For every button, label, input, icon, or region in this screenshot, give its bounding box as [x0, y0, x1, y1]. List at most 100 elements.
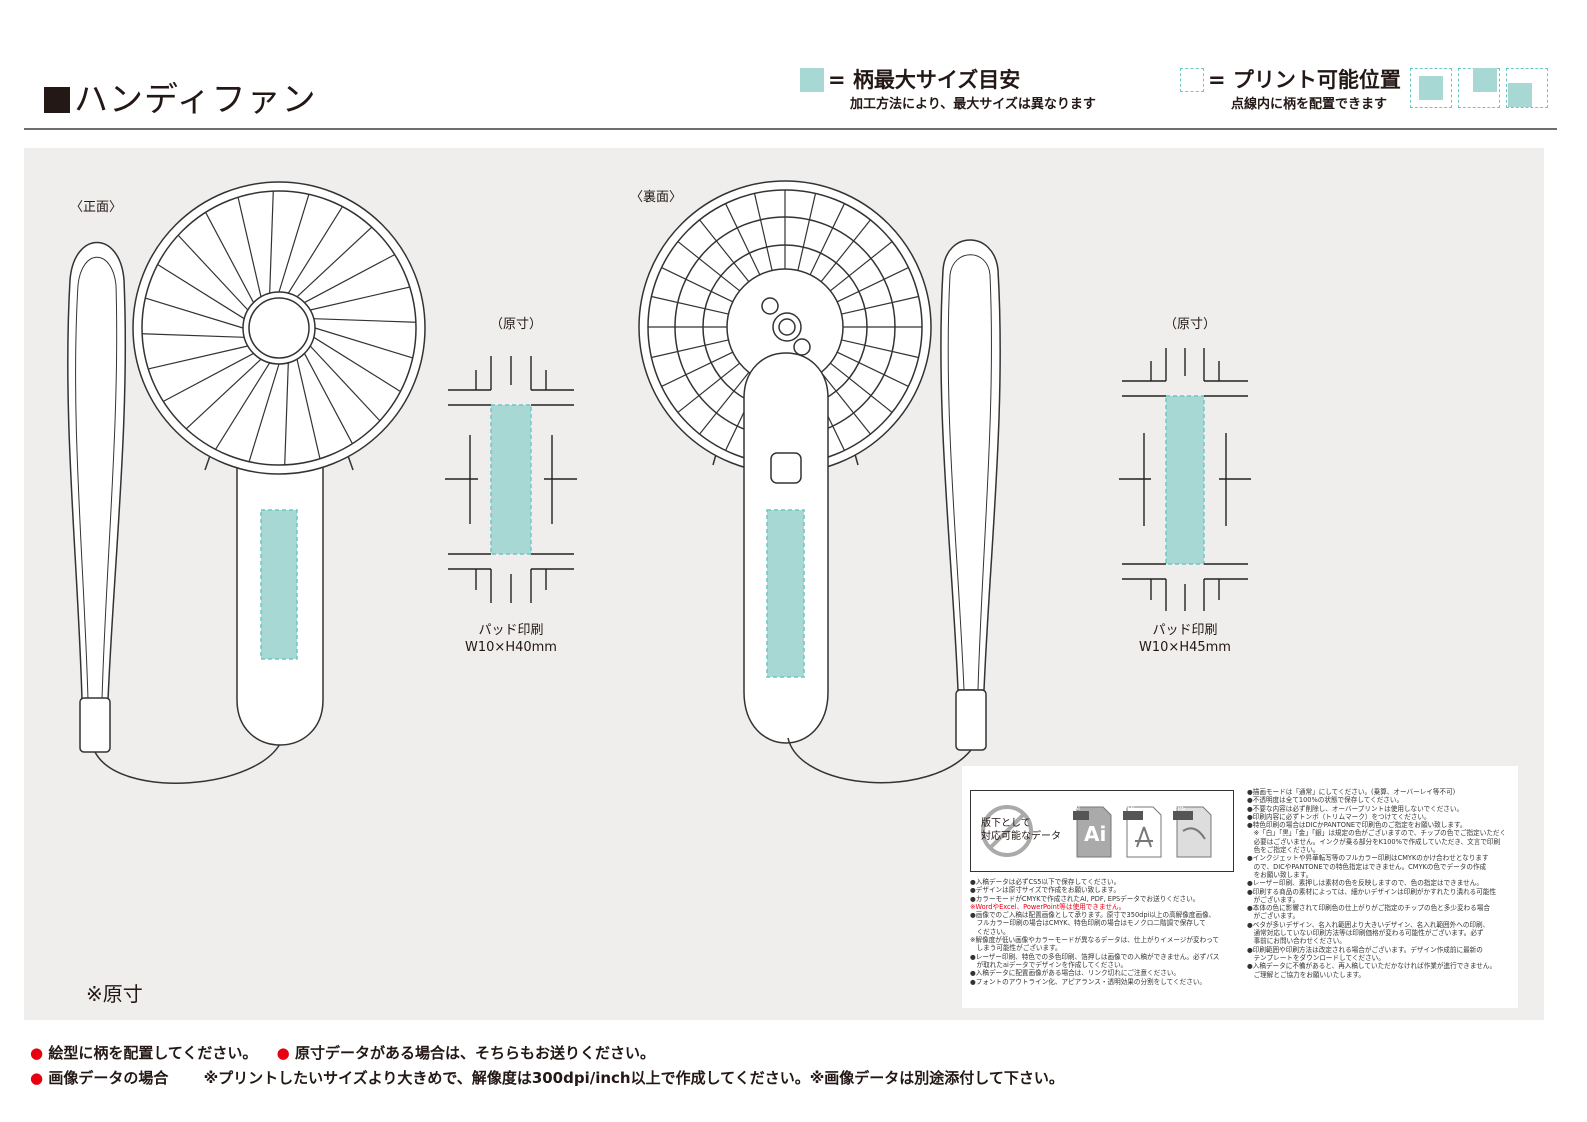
- guide-note-line: ●描画モードは「通常」にしてください。(乗算、オーバーレイ等不可): [1247, 788, 1456, 796]
- back-print-spec: パッド印刷 W10×H45mm: [1125, 622, 1245, 656]
- guide-note-line: がございます。: [1247, 912, 1300, 921]
- footer-instruction-1: 絵型に柄を配置してください。: [48, 1044, 258, 1062]
- front-strap: [67, 241, 283, 784]
- guide-note-line: 必要はございません。インクが乗る部分をK100%で作成していただき、文言で印刷: [1247, 837, 1501, 846]
- pdf-format-label: PDF: [1124, 805, 1136, 812]
- front-print-size: W10×H40mm: [465, 640, 557, 655]
- guide-note-line: しまう可能性がございます。: [970, 944, 1062, 953]
- guide-note-line: ●印刷内容に必ずトンボ（トリムマーク）をつけてください。: [1247, 812, 1431, 821]
- fan-spoke: [809, 203, 845, 276]
- fan-spoke: [651, 295, 729, 315]
- data-guide-left-notes: ●入稿データは必ずCS5以下で保存してください。●デザインは原寸サイズで作成をお…: [970, 878, 1219, 986]
- fan-spoke: [309, 345, 381, 422]
- supported-data-badge: 版下として 対応可能なデータ AI Ai PDF EPS: [970, 790, 1234, 872]
- guide-note-line: 事前にお問い合わせください。: [1247, 937, 1346, 946]
- fan-spoke: [185, 358, 262, 430]
- guide-note-line: ●インクジェットや昇華転写等のフルカラー印刷はCMYKのかけ合わせとなります: [1247, 854, 1489, 863]
- back-print-area: [766, 509, 805, 678]
- footer-image-data-note: ※プリントしたいサイズより大きめで、解像度は300dpi/inch以上で作成して…: [203, 1069, 1064, 1087]
- fan-spoke: [284, 362, 289, 465]
- guide-note-line: ●ベタが多いデザイン、名入れ範囲より大きいデザイン、名入れ範囲外への印刷、: [1247, 920, 1490, 929]
- fan-spoke: [753, 193, 773, 271]
- back-print-size: W10×H45mm: [1139, 640, 1231, 655]
- fan-spoke: [215, 362, 271, 450]
- fan-spoke: [725, 203, 761, 276]
- guide-note-line: 通常対応していない印刷方法等は印刷価格が変わる可能性がございます。必ず: [1247, 929, 1484, 938]
- fan-spoke: [237, 197, 262, 297]
- guide-note-line: フルカラー印刷の場合はCMYK、特色印刷の場合はモノクロ二階調で保存して: [970, 919, 1206, 928]
- fan-spoke: [699, 371, 750, 435]
- fan-spoke: [829, 241, 893, 292]
- guide-note-line: ●特色印刷の場合はDICかPANTONEで印刷色のご指定をお願い致します。: [1247, 821, 1467, 830]
- guide-note-line: ※解像度が低い画像やカラーモードが異なるデータは、仕上がりイメージが変わって: [970, 936, 1220, 945]
- fan-spoke: [313, 336, 401, 392]
- fan-spoke: [177, 234, 249, 311]
- fan-spoke: [304, 254, 395, 304]
- guide-note-line: ので、DICやPANTONEでの特色指定はできません。CMYKの色でデータの作成: [1247, 862, 1487, 871]
- guide-note-line: ※「白」「黒」「金」「銀」は規定の色がございますので、チップの色でご指定いただく: [1247, 829, 1507, 838]
- eps-format-label: EPS: [1174, 805, 1186, 812]
- print-area-legend-note: 点線内に柄を配置できます: [1231, 97, 1388, 112]
- guide-note-line: をお願い致します。: [1247, 870, 1313, 879]
- back-view-label: 〈裏面〉: [630, 190, 683, 205]
- fan-spoke: [269, 191, 274, 294]
- footer-line-1: ● 絵型に柄を配置してください。 ● 原寸データがある場合は、そちらもお送りくだ…: [30, 1042, 655, 1063]
- eps-file-icon: [1173, 806, 1212, 858]
- pdf-file-icon: [1123, 806, 1162, 858]
- badge-text: 版下として 対応可能なデータ: [981, 817, 1061, 843]
- max-size-legend-title: = 柄最大サイズ目安: [828, 68, 1021, 92]
- page-title: ハンディファン: [44, 72, 317, 121]
- fan-spoke: [287, 206, 343, 294]
- page-title-text: ハンディファン: [74, 80, 317, 120]
- fan-spoke: [303, 353, 353, 444]
- back-fan: [638, 180, 932, 474]
- footer-image-data-label: 画像データの場合: [48, 1069, 169, 1087]
- guide-note-line: ●入稿データは必ずCS5以下で保存してください。: [970, 878, 1121, 886]
- max-size-legend-note: 加工方法により、最大サイズは異なります: [850, 97, 1096, 112]
- fan-spoke: [797, 193, 817, 271]
- badge-text-line2: 対応可能なデータ: [981, 831, 1061, 842]
- fan-spoke: [314, 327, 413, 359]
- guide-note-line: が取れたaiデータでデザインを作成してください。: [970, 960, 1128, 969]
- fan-spoke: [829, 362, 893, 413]
- ai-format-label: AI: [1074, 805, 1080, 812]
- placement-example-corner: [1506, 68, 1548, 108]
- back-actual-size-area: [1165, 395, 1205, 565]
- front-gensun-label: （原寸）: [490, 317, 543, 332]
- power-button-icon: [770, 452, 802, 484]
- fan-spoke: [296, 359, 321, 459]
- stamp-circle-icon: [981, 805, 1033, 857]
- front-print-spec: パッド印刷 W10×H40mm: [451, 622, 571, 656]
- guide-note-line: ●デザインは原寸サイズで作成をお願い致します。: [970, 886, 1120, 895]
- fan-spoke: [310, 286, 410, 311]
- fan-spoke: [145, 297, 244, 329]
- guide-note-line: ●本体の色に影響されて印刷色の仕上がりがご指定のチップの色と多少変わる場合: [1247, 904, 1490, 913]
- front-print-method: パッド印刷: [478, 623, 544, 638]
- guide-note-line: ●不透明度は全て100%の状態で保存してください。: [1247, 796, 1404, 805]
- ai-file-icon: [1073, 806, 1112, 858]
- fan-spoke: [278, 194, 310, 293]
- guide-note-line: ご理解とご協力をお願いいたします。: [1247, 970, 1366, 979]
- placement-example-center: [1410, 68, 1452, 108]
- fan-spoke: [841, 295, 919, 315]
- back-trim-marks: [1119, 348, 1251, 611]
- guide-note-line: ●レーザー印刷、素押しは素材の色を反映しますので、色の指定はできません。: [1247, 879, 1483, 888]
- fan-spoke: [163, 352, 254, 402]
- guide-note-line: がございます。: [1247, 895, 1300, 904]
- bullet-icon: ●: [276, 1044, 290, 1062]
- guide-note-line: ●印刷する商品の素材によっては、細かいデザインは印刷がかすれたり潰れる可能性: [1247, 887, 1497, 896]
- front-trim-marks: [445, 356, 577, 603]
- footer-line-2: ● 画像データの場合 ※プリントしたいサイズより大きめで、解像度は300dpi/…: [30, 1067, 1064, 1088]
- fan-spoke: [661, 351, 734, 387]
- guide-note-line: テンプレートをダウンロードしてください。: [1247, 953, 1385, 962]
- fan-spoke: [157, 264, 245, 320]
- fan-spoke: [248, 363, 280, 462]
- fan-spoke: [296, 226, 373, 298]
- fan-spoke: [820, 219, 871, 283]
- ai-glyph: Ai: [1084, 822, 1107, 846]
- guide-note-line: ※WordやExcel、PowerPoint等は使用できません。: [970, 902, 1126, 911]
- guide-note-line: ●画像でのご入稿は配置画像として承ります。原寸で350dpi以上の高解像度画像、: [970, 911, 1216, 920]
- title-square-icon: [44, 87, 70, 113]
- gensun-note: ※原寸: [86, 982, 143, 1006]
